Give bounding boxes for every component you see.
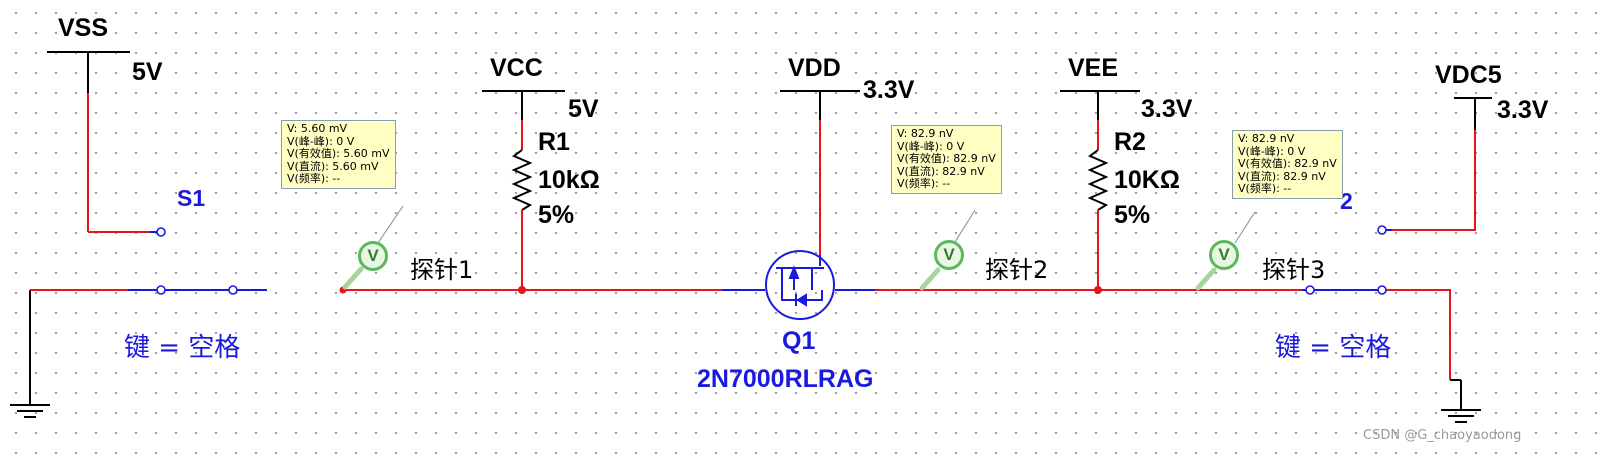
- vee-rail: [1060, 90, 1140, 120]
- probe2-peak-to-peak: V(峰-峰): 0 V: [897, 139, 965, 153]
- r1-ref: R1: [538, 128, 570, 156]
- r1-value: 10kΩ: [538, 166, 600, 194]
- probe1-frequency: V(频率): --: [287, 172, 341, 185]
- vdc5-voltage: 3.3V: [1497, 96, 1549, 124]
- probe3-peak-to-peak: V(峰-峰): 0 V: [1238, 144, 1306, 158]
- probe1-voltage: V: 5.60 mV: [287, 122, 348, 135]
- switch-s1: [128, 227, 267, 295]
- probe1-dc: V(直流): 5.60 mV: [287, 159, 379, 173]
- vcc-label: VCC: [490, 54, 543, 82]
- r2-value: 10KΩ: [1114, 166, 1180, 194]
- probe1-rms: V(有效值): 5.60 mV: [287, 147, 390, 160]
- q1-ref: Q1: [782, 327, 816, 355]
- r1-tolerance: 5%: [538, 201, 575, 229]
- vss-rail: [47, 51, 157, 233]
- s1-key-binding: 键 = 空格: [124, 333, 241, 363]
- probe2-voltage: V: 82.9 nV: [897, 127, 954, 140]
- switch-s2: [1302, 225, 1387, 295]
- probe3-rms: V(有效值): 82.9 nV: [1238, 157, 1337, 170]
- watermark: CSDN @G_chaoyaodong: [1363, 428, 1522, 443]
- mosfet-q1: [722, 250, 875, 320]
- vdd-label: VDD: [788, 54, 841, 82]
- vcc-voltage: 5V: [568, 95, 599, 123]
- vee-voltage: 3.3V: [1141, 95, 1193, 123]
- vcc-rail: [482, 90, 565, 120]
- ground-symbol-right: [1441, 380, 1481, 423]
- ground-symbol-left: [10, 290, 50, 418]
- probe-leads: [342, 266, 1217, 291]
- probe2-voltmeter-icon[interactable]: V: [934, 240, 964, 270]
- probe2-rms: V(有效值): 82.9 nV: [897, 152, 996, 165]
- vdc5-label: VDC5: [1435, 61, 1502, 89]
- probe2-readout: V: 82.9 nV V(峰-峰): 0 V V(有效值): 82.9 nV V…: [891, 125, 1002, 194]
- vss-label: VSS: [58, 14, 109, 42]
- probe2-dc: V(直流): 82.9 nV: [897, 164, 985, 178]
- probe3-voltage: V: 82.9 nV: [1238, 132, 1295, 145]
- r2-ref: R2: [1114, 128, 1146, 156]
- probe1-readout: V: 5.60 mV V(峰-峰): 0 V V(有效值): 5.60 mV V…: [281, 120, 396, 189]
- main-net-wires: [30, 289, 1461, 381]
- vdc5-rail: [1386, 97, 1492, 231]
- probe3-frequency: V(频率): --: [1238, 182, 1292, 195]
- probe2-label: 探针2: [985, 256, 1049, 284]
- probe2-frequency: V(频率): --: [897, 177, 951, 190]
- vss-voltage: 5V: [132, 58, 163, 86]
- resistor-r1: [511, 120, 533, 290]
- s1-ref: S1: [177, 185, 206, 211]
- probe1-label: 探针1: [410, 256, 474, 284]
- r2-tolerance: 5%: [1114, 201, 1151, 229]
- probe3-voltmeter-icon[interactable]: V: [1209, 240, 1239, 270]
- s2-ref: 2: [1340, 188, 1353, 214]
- vee-label: VEE: [1068, 54, 1119, 82]
- probe-callout-lines: [377, 205, 1256, 244]
- vdd-rail: [780, 90, 860, 120]
- resistor-r2: [1087, 120, 1109, 290]
- probe3-label: 探针3: [1262, 256, 1326, 284]
- probe3-dc: V(直流): 82.9 nV: [1238, 169, 1326, 183]
- probe1-voltmeter-icon[interactable]: V: [358, 241, 388, 271]
- q1-part: 2N7000RLRAG: [697, 365, 874, 393]
- probe3-readout: V: 82.9 nV V(峰-峰): 0 V V(有效值): 82.9 nV V…: [1232, 130, 1343, 199]
- s2-key-binding: 键 = 空格: [1275, 333, 1392, 363]
- probe1-peak-to-peak: V(峰-峰): 0 V: [287, 134, 355, 148]
- vdd-voltage: 3.3V: [863, 76, 915, 104]
